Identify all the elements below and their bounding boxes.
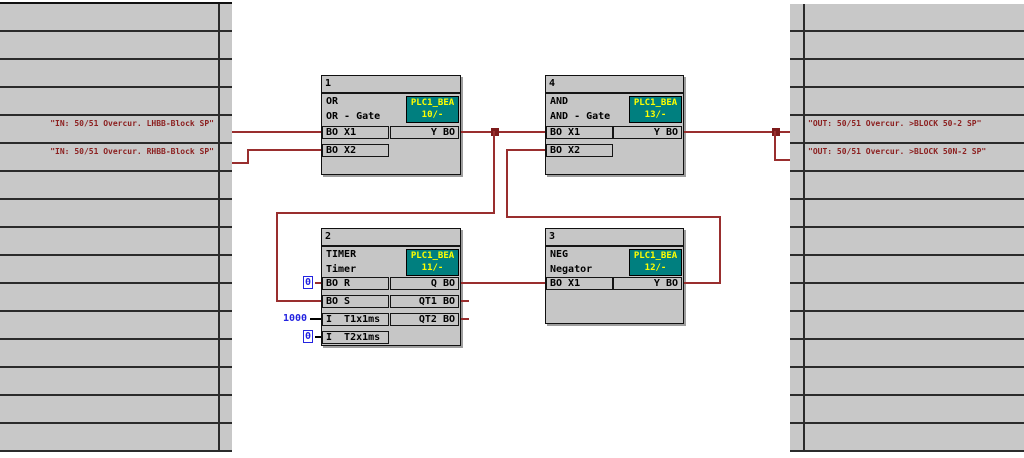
param-timer-r[interactable]: 0 <box>303 276 314 289</box>
block-number: 1 <box>322 76 460 94</box>
wire-or-branch-v1[interactable] <box>493 131 495 214</box>
run-sequence-label: 12/- <box>644 263 667 273</box>
run-sequence-label: 10/- <box>421 110 444 120</box>
run-sequence-label: 13/- <box>644 110 667 120</box>
block-description: Negator <box>550 264 593 275</box>
block-type-label: TIMER <box>326 249 357 260</box>
wire-neg-y-v2[interactable] <box>506 149 508 218</box>
pin-input-r[interactable]: BO R <box>322 277 389 290</box>
wire-and-to-out2[interactable] <box>774 159 790 161</box>
pin-input-x1[interactable]: BO X1 <box>322 126 389 139</box>
wire-stub-qt2[interactable] <box>461 318 469 320</box>
left-sheet-margin <box>0 4 232 452</box>
wire-lhbb-to-or-x1[interactable] <box>232 131 321 133</box>
function-block-or[interactable]: 1 OR OR - Gate PLC1_BEA 10/- BO X1 BO X2… <box>321 75 461 175</box>
run-sequence-label: 11/- <box>421 263 444 273</box>
junction-and-output[interactable] <box>772 128 780 136</box>
wire-timer-q-to-neg-x1[interactable] <box>461 282 545 284</box>
block-type-label: OR <box>326 96 339 107</box>
wire-neg-to-and-x2[interactable] <box>506 149 545 151</box>
function-block-and[interactable]: 4 AND AND - Gate PLC1_BEA 13/- BO X1 BO … <box>545 75 684 175</box>
junction-or-output[interactable] <box>491 128 499 136</box>
pin-input-x2[interactable]: BO X2 <box>322 144 389 157</box>
output-signal-block-50n-2[interactable]: "OUT: 50/51 Overcur. >BLOCK 50N-2 SP" <box>808 147 987 156</box>
block-number: 2 <box>322 229 460 247</box>
input-signal-rhbb-block[interactable]: "IN: 50/51 Overcur. RHBB-Block SP" <box>50 147 214 156</box>
wire-neg-y-h1[interactable] <box>684 282 721 284</box>
block-number: 3 <box>546 229 683 247</box>
pin-input-x1[interactable]: BO X1 <box>546 126 613 139</box>
left-margin-divider <box>218 4 220 452</box>
block-description: OR - Gate <box>326 111 381 122</box>
pin-output-qt2[interactable]: QT2 BO <box>390 313 459 326</box>
wire-or-y-to-and-x1[interactable] <box>461 131 545 133</box>
wire-rhbb-to-or-x2[interactable] <box>247 149 321 151</box>
param-dash-t2 <box>315 336 321 338</box>
pin-input-s[interactable]: BO S <box>322 295 389 308</box>
function-block-timer[interactable]: 2 TIMER Timer PLC1_BEA 11/- BO R BO S I … <box>321 228 461 346</box>
right-sheet-margin <box>790 4 1024 452</box>
block-type-label: NEG <box>550 249 569 260</box>
run-sequence-box: PLC1_BEA 11/- <box>406 249 459 276</box>
function-block-neg[interactable]: 3 NEG Negator PLC1_BEA 12/- BO X1 Y BO <box>545 228 684 324</box>
param-dash-t1 <box>310 318 321 320</box>
run-sequence-box: PLC1_BEA 13/- <box>629 96 682 123</box>
wire-rhbb-h1[interactable] <box>232 162 249 164</box>
wire-and-branch-v[interactable] <box>774 131 776 161</box>
wire-neg-y-v1[interactable] <box>719 216 721 284</box>
wire-stub-qt1[interactable] <box>461 300 469 302</box>
param-dash-r <box>315 282 321 284</box>
left-margin-top-border <box>0 2 232 4</box>
wire-neg-y-h2[interactable] <box>506 216 721 218</box>
param-timer-t1x1ms[interactable]: 1000 <box>283 313 308 324</box>
plc-task-label: PLC1_BEA <box>410 251 455 261</box>
pin-input-t1[interactable]: I T1x1ms <box>322 313 389 326</box>
pin-output-y[interactable]: Y BO <box>613 277 682 290</box>
pin-input-t2[interactable]: I T2x1ms <box>322 331 389 344</box>
input-signal-lhbb-block[interactable]: "IN: 50/51 Overcur. LHBB-Block SP" <box>50 119 214 128</box>
block-description: AND - Gate <box>550 111 611 122</box>
pin-output-qt1[interactable]: QT1 BO <box>390 295 459 308</box>
wire-to-timer-s[interactable] <box>276 300 321 302</box>
wire-and-y-to-out1[interactable] <box>684 131 790 133</box>
wire-rhbb-v[interactable] <box>247 149 249 164</box>
pin-input-x2[interactable]: BO X2 <box>546 144 613 157</box>
run-sequence-box: PLC1_BEA 10/- <box>406 96 459 123</box>
wire-or-branch-v2[interactable] <box>276 212 278 302</box>
block-number: 4 <box>546 76 683 94</box>
right-margin-divider <box>803 4 805 452</box>
pin-output-q[interactable]: Q BO <box>390 277 459 290</box>
run-sequence-box: PLC1_BEA 12/- <box>629 249 682 276</box>
pin-output-y[interactable]: Y BO <box>613 126 682 139</box>
wire-or-branch-h[interactable] <box>276 212 495 214</box>
output-signal-block-50-2[interactable]: "OUT: 50/51 Overcur. >BLOCK 50-2 SP" <box>808 119 982 128</box>
plc-task-label: PLC1_BEA <box>633 251 678 261</box>
pin-output-y[interactable]: Y BO <box>390 126 459 139</box>
block-description: Timer <box>326 264 357 275</box>
param-timer-t2x1ms[interactable]: 0 <box>303 330 314 343</box>
plc-task-label: PLC1_BEA <box>410 98 455 108</box>
plc-task-label: PLC1_BEA <box>633 98 678 108</box>
pin-input-x1[interactable]: BO X1 <box>546 277 613 290</box>
block-type-label: AND <box>550 96 569 107</box>
